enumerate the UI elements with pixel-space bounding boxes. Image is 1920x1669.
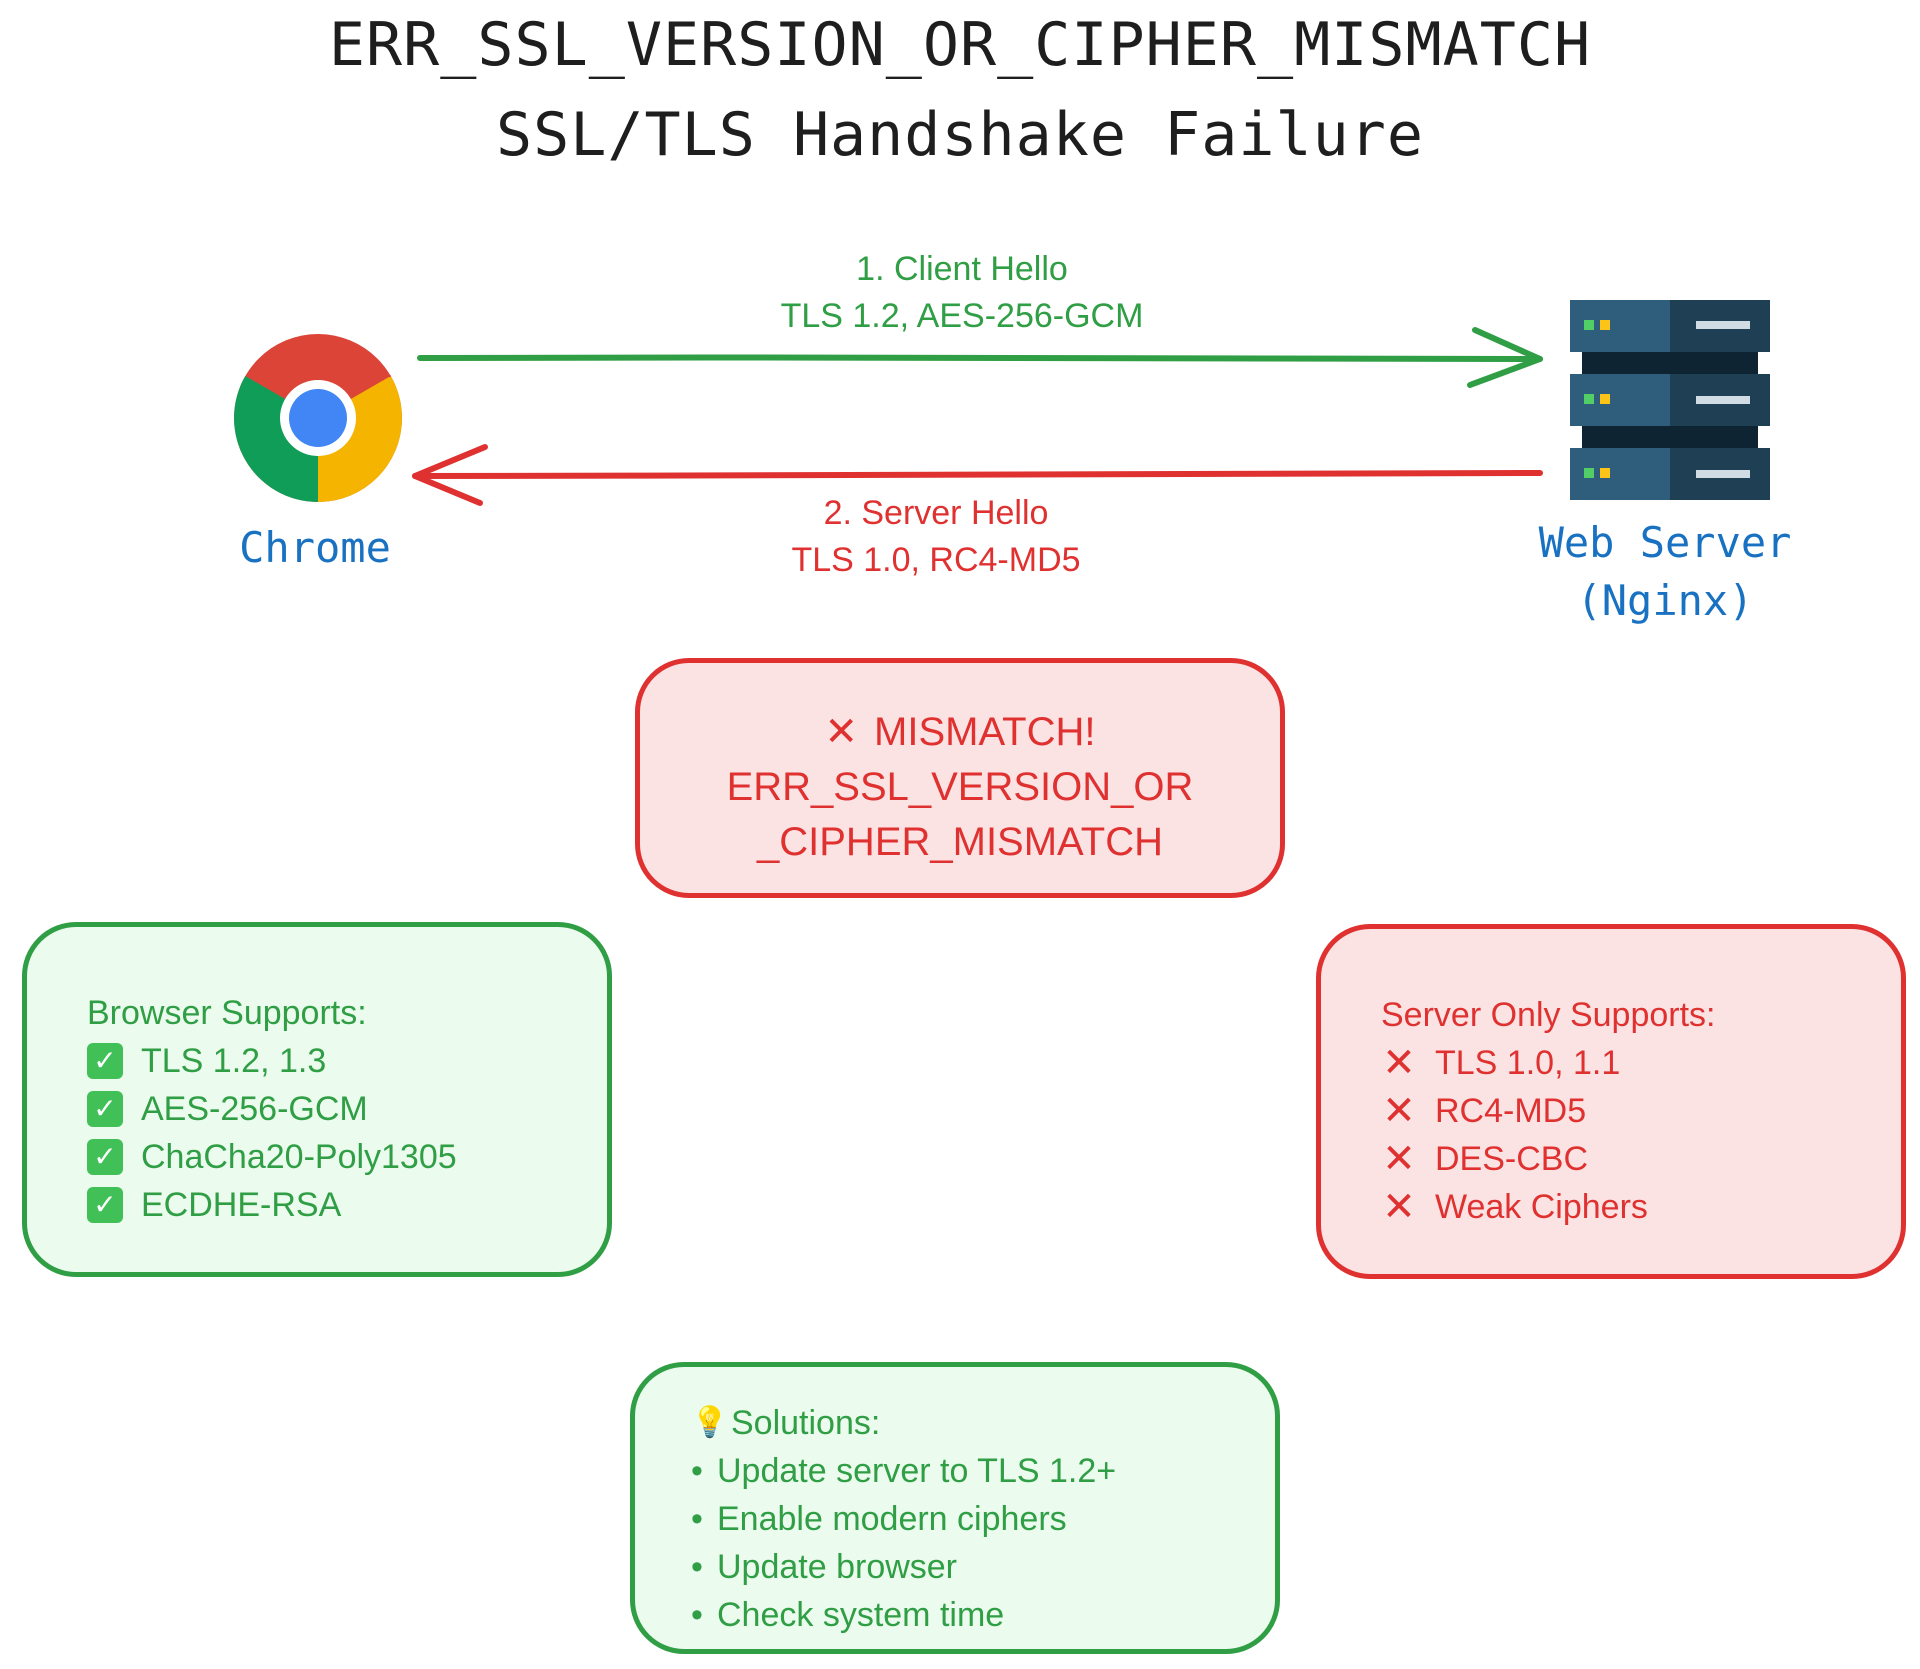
server-label-line-2: (Nginx) <box>1576 576 1754 625</box>
server-rack-icon <box>1570 300 1770 500</box>
mismatch-box: ✕ MISMATCH! ERR_SSL_VERSION_OR _CIPHER_MI… <box>635 658 1285 898</box>
checkmark-icon: ✓ <box>87 1043 123 1079</box>
client-hello-label: 1. Client Hello TLS 1.2, AES-256-GCM <box>712 246 1212 340</box>
x-icon: ✕ <box>1382 1137 1416 1181</box>
x-icon: ✕ <box>1382 1089 1416 1133</box>
list-item: • Check system time <box>691 1591 1275 1639</box>
list-item: ✓ ECDHE-RSA <box>87 1181 607 1229</box>
list-item-label: AES-256-GCM <box>141 1090 368 1128</box>
browser-supports-heading: Browser Supports: <box>87 994 367 1032</box>
solutions-heading-label: Solutions: <box>731 1404 881 1442</box>
solutions-box: 💡Solutions: • Update server to TLS 1.2+ •… <box>630 1362 1280 1654</box>
list-item-label: Update server to TLS 1.2+ <box>717 1452 1117 1490</box>
server-hello-arrow <box>412 444 1543 506</box>
bullet-icon: • <box>691 1596 703 1634</box>
solutions-list: 💡Solutions: • Update server to TLS 1.2+ •… <box>691 1399 1275 1639</box>
mismatch-heading: ✕ MISMATCH! <box>640 705 1280 760</box>
client-hello-arrow <box>417 327 1543 388</box>
server-label-line-1: Web Server <box>1538 518 1792 567</box>
lightbulb-icon: 💡 <box>691 1406 729 1439</box>
title-line-2: SSL/TLS Handshake Failure <box>495 100 1425 170</box>
list-item: ✕ Weak Ciphers <box>1381 1183 1901 1231</box>
list-item-label: ChaCha20-Poly1305 <box>141 1138 457 1176</box>
list-item-label: TLS 1.0, 1.1 <box>1435 1044 1621 1082</box>
server-supports-heading: Server Only Supports: <box>1381 996 1716 1034</box>
list-item-label: RC4-MD5 <box>1435 1092 1587 1130</box>
diagram-title: ERR_SSL_VERSION_OR_CIPHER_MISMATCH SSL/T… <box>0 0 1920 180</box>
list-item: ✓ TLS 1.2, 1.3 <box>87 1037 607 1085</box>
bullet-icon: • <box>691 1500 703 1538</box>
list-item: • Update server to TLS 1.2+ <box>691 1447 1275 1495</box>
browser-supports-box: Browser Supports: ✓ TLS 1.2, 1.3 ✓ AES-256… <box>22 922 612 1277</box>
server-hello-line-2: TLS 1.0, RC4-MD5 <box>791 541 1081 579</box>
x-icon: ✕ <box>1382 1185 1416 1229</box>
list-item-label: Enable modern ciphers <box>717 1500 1067 1538</box>
server-label: Web Server (Nginx) <box>1500 514 1830 630</box>
list-item-label: Weak Ciphers <box>1435 1188 1648 1226</box>
list-item: • Update browser <box>691 1543 1275 1591</box>
server-supports-list: Server Only Supports: ✕ TLS 1.0, 1.1 ✕ RC4… <box>1381 991 1901 1231</box>
browser-supports-list: Browser Supports: ✓ TLS 1.2, 1.3 ✓ AES-256… <box>87 989 607 1229</box>
solutions-heading: 💡Solutions: <box>691 1399 1275 1447</box>
list-item-label: DES-CBC <box>1435 1140 1589 1178</box>
checkmark-icon: ✓ <box>87 1187 123 1223</box>
server-hello-line-1: 2. Server Hello <box>823 494 1049 532</box>
server-supports-box: Server Only Supports: ✕ TLS 1.0, 1.1 ✕ RC4… <box>1316 924 1906 1279</box>
list-item-label: ECDHE-RSA <box>141 1186 342 1224</box>
mismatch-line-3: _CIPHER_MISMATCH <box>757 820 1163 864</box>
server-hello-label: 2. Server Hello TLS 1.0, RC4-MD5 <box>686 490 1186 584</box>
checkmark-icon: ✓ <box>87 1139 123 1175</box>
list-item: ✓ AES-256-GCM <box>87 1085 607 1133</box>
list-item-label: TLS 1.2, 1.3 <box>141 1042 327 1080</box>
list-item: ✕ DES-CBC <box>1381 1135 1901 1183</box>
x-icon: ✕ <box>824 710 859 754</box>
list-item: ✕ RC4-MD5 <box>1381 1087 1901 1135</box>
checkmark-icon: ✓ <box>87 1091 123 1127</box>
list-item-label: Check system time <box>717 1596 1005 1634</box>
mismatch-line-1: MISMATCH! <box>874 710 1096 754</box>
x-icon: ✕ <box>1382 1041 1416 1085</box>
bullet-icon: • <box>691 1548 703 1586</box>
bullet-icon: • <box>691 1452 703 1490</box>
client-hello-line-1: 1. Client Hello <box>856 250 1068 288</box>
mismatch-line-2: ERR_SSL_VERSION_OR <box>726 765 1194 809</box>
chrome-icon <box>234 334 402 502</box>
client-hello-line-2: TLS 1.2, AES-256-GCM <box>780 297 1144 335</box>
list-item-label: Update browser <box>717 1548 958 1586</box>
client-label: Chrome <box>239 523 391 572</box>
list-item: ✓ ChaCha20-Poly1305 <box>87 1133 607 1181</box>
list-item: ✕ TLS 1.0, 1.1 <box>1381 1039 1901 1087</box>
list-item: • Enable modern ciphers <box>691 1495 1275 1543</box>
title-line-1: ERR_SSL_VERSION_OR_CIPHER_MISMATCH <box>328 10 1592 80</box>
